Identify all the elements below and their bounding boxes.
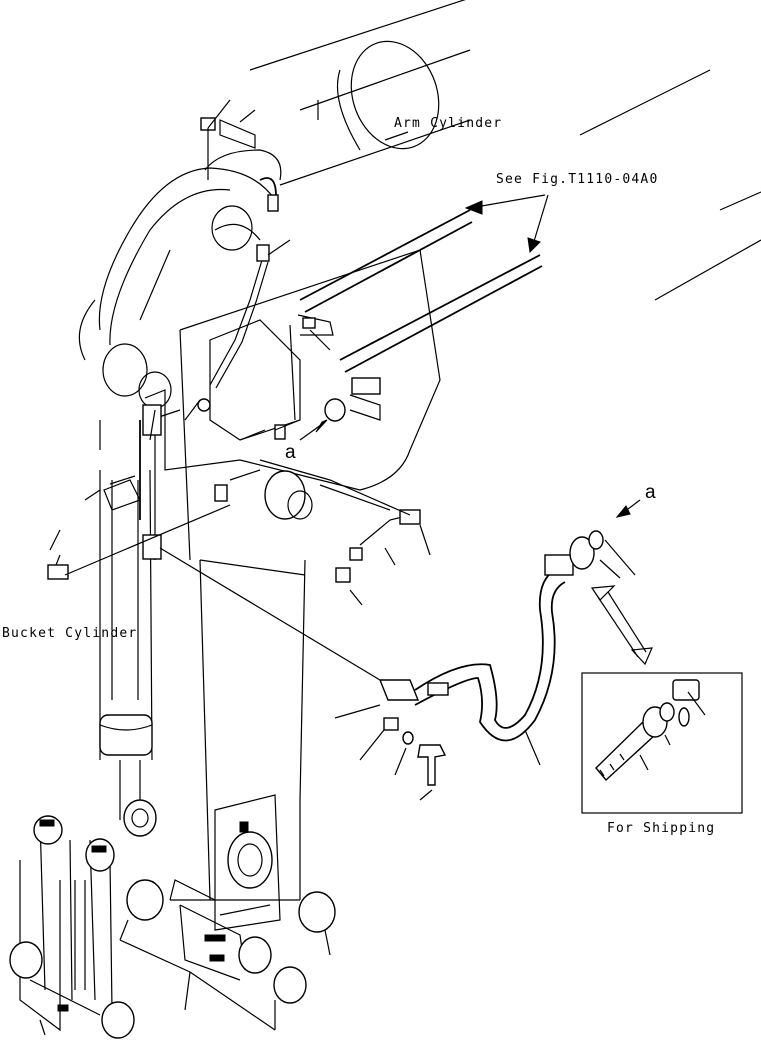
for-shipping-box bbox=[581, 672, 743, 814]
leader-lines bbox=[39, 99, 636, 1036]
arm-cylinder bbox=[249, 0, 761, 301]
bucket-cylinder bbox=[99, 404, 162, 837]
bucket-cylinder-label: Bucket Cylinder bbox=[2, 626, 137, 641]
washer-left bbox=[126, 879, 164, 921]
see-fig-arrows bbox=[299, 131, 641, 518]
arm-end bbox=[126, 794, 336, 1004]
washer-lower bbox=[273, 966, 307, 1004]
see-fig-label: See Fig.T1110-04A0 bbox=[496, 172, 658, 187]
hardware bbox=[47, 117, 447, 786]
reference-a-upper: a bbox=[285, 442, 296, 463]
hoses bbox=[204, 149, 604, 742]
link-assembly bbox=[9, 815, 135, 1039]
washer-right bbox=[298, 891, 336, 933]
for-shipping-label: For Shipping bbox=[607, 821, 715, 836]
arm-cylinder-label: Arm Cylinder bbox=[394, 116, 502, 131]
arm-body bbox=[78, 167, 441, 901]
shipping-arrow bbox=[590, 585, 653, 666]
reference-a-right: a bbox=[645, 482, 656, 503]
